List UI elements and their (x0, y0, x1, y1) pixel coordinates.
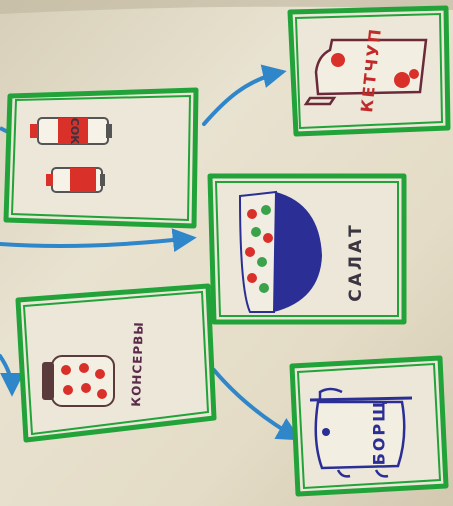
canned-label: КОНСЕРВЫ (129, 321, 146, 407)
salad-label: САЛАТ (346, 222, 366, 302)
borscht-label: БОРЩ (370, 399, 389, 466)
ketchup-card: КЕТЧУП (290, 8, 448, 134)
salad-card: САЛАТ (210, 176, 404, 322)
juice-bottle-icon (46, 168, 105, 192)
pot-icon (310, 389, 412, 476)
juice-label: СОК (68, 118, 81, 144)
borscht-card: БОРЩ (292, 358, 446, 494)
juice-card: СОК (6, 90, 196, 226)
canned-card: КОНСЕРВЫ (18, 286, 214, 440)
jar-icon (42, 356, 114, 406)
